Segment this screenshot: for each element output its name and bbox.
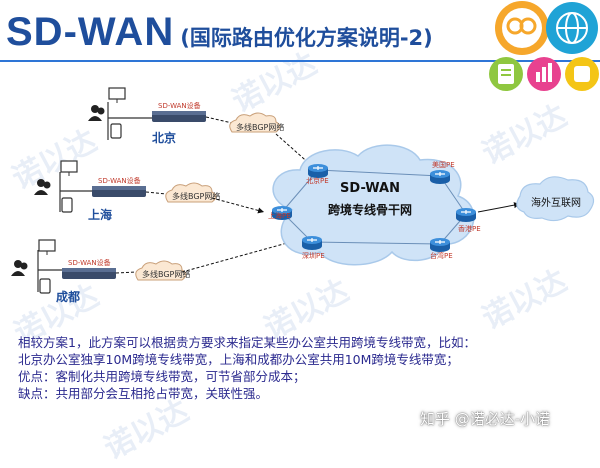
desktop-icon: [108, 87, 126, 103]
author-credit: 知乎 @诺必达-小诺: [420, 410, 551, 428]
backbone-subtitle: 跨境专线骨干网: [328, 202, 412, 217]
city-label-shanghai: 上海: [88, 207, 112, 222]
pe-router-taiwan: 台湾PE: [429, 237, 453, 260]
description-line: 缺点：共用部分会互相抢占带宽，关联性强。: [18, 386, 269, 401]
pe-label: 台湾PE: [430, 251, 453, 260]
user-group-icon: [11, 260, 28, 276]
bgp-link-label: 多线BGP网络: [172, 191, 220, 201]
bgp-link-label: 多线BGP网络: [142, 269, 190, 279]
link-rings-icon: [495, 1, 549, 55]
tablet-icon: [39, 278, 51, 294]
pe-label: 深圳PE: [302, 251, 325, 260]
pe-router-shanghai: 上海PE: [268, 205, 293, 221]
site-shanghai: SD-WAN设备 上海 多线BGP网络: [34, 160, 265, 222]
city-label-beijing: 北京: [152, 130, 176, 145]
user-group-icon: [88, 105, 105, 121]
app-icon: [565, 57, 599, 91]
user-group-icon: [34, 179, 51, 195]
pe-router-beijing: 北京PE: [306, 163, 329, 185]
device-label: SD-WAN设备: [158, 101, 201, 110]
description-line: 相较方案1，此方案可以根据贵方要求来指定某些办公室共用跨境专线带宽，比如：: [18, 335, 476, 350]
device-label: SD-WAN设备: [68, 258, 111, 267]
network-diagram: SD-WAN设备 北京 多线BGP网络 SD-WAN设备 上海: [11, 87, 595, 304]
description-line: 优点：客制化共用跨境专线带宽，可节省部分成本；: [18, 369, 306, 384]
description-line: 北京办公室独享10M跨境专线带宽，上海和成都办公室共用10M跨境专线带宽；: [18, 352, 459, 367]
pe-label: 北京PE: [306, 176, 329, 185]
globe-icon: [546, 2, 598, 54]
slide-subtitle: (国际路由优化方案说明-2): [180, 26, 433, 50]
pe-label: 上海PE: [268, 211, 291, 220]
pe-router-usa: 美国PE: [429, 160, 455, 185]
slide-header: SD-WAN(国际路由优化方案说明-2): [6, 10, 433, 55]
overseas-internet-label: 海外互联网: [531, 196, 581, 209]
title-divider: [0, 60, 600, 62]
cloud-icon: [165, 182, 217, 203]
router-device-icon: [92, 186, 146, 197]
site-beijing: SD-WAN设备 北京 多线BGP网络: [88, 87, 313, 167]
site-chengdu: SD-WAN设备 成都 多线BGP网络: [11, 238, 299, 304]
pe-label: 美国PE: [432, 160, 455, 169]
pe-label: 香港PE: [458, 224, 481, 233]
cloud-icon: [229, 112, 281, 133]
bgp-link-label: 多线BGP网络: [236, 122, 284, 132]
router-device-icon: [152, 111, 206, 122]
scheme-description: 相较方案1，此方案可以根据贵方要求来指定某些办公室共用跨境专线带宽，比如： 北京…: [18, 334, 598, 402]
corner-decoration: [489, 1, 599, 91]
pe-router-shenzhen: 深圳PE: [301, 235, 325, 260]
document-icon: [489, 57, 523, 91]
slide-title: SD-WAN: [6, 10, 175, 54]
desktop-icon: [60, 160, 78, 176]
desktop-icon: [38, 239, 56, 255]
tablet-icon: [61, 197, 73, 213]
backbone-title: SD-WAN: [340, 181, 400, 196]
chart-icon: [527, 57, 561, 91]
pe-router-hongkong: 香港PE: [455, 207, 481, 233]
overseas-internet: 海外互联网: [477, 176, 595, 222]
router-device-icon: [62, 268, 116, 279]
device-label: SD-WAN设备: [98, 176, 141, 185]
city-label-chengdu: 成都: [56, 289, 80, 304]
tablet-icon: [110, 123, 122, 139]
